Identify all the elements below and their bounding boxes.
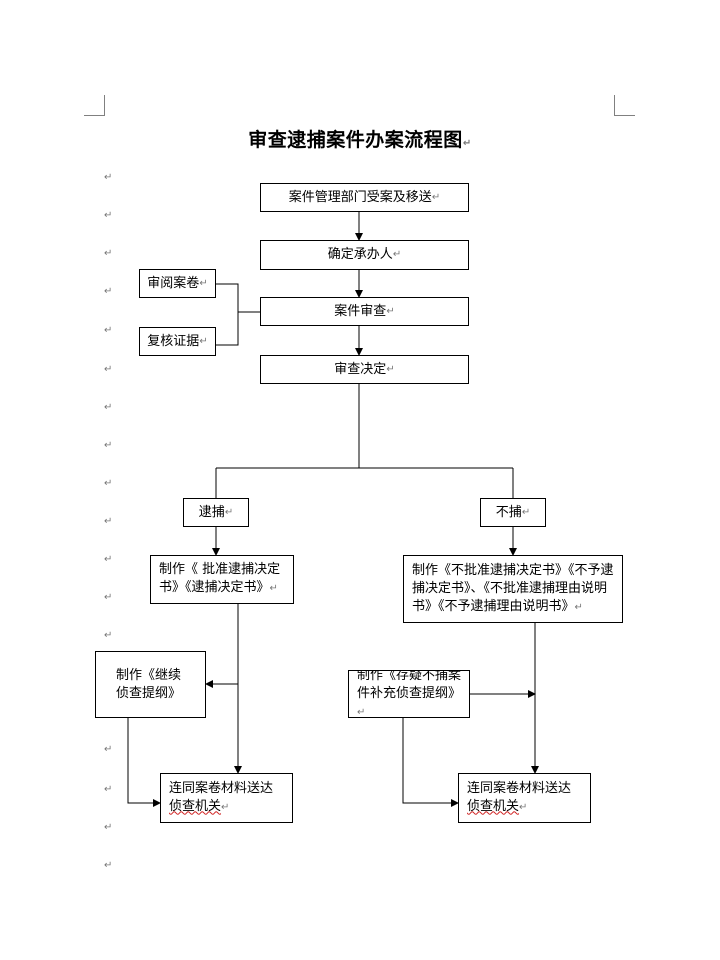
node-make-arrest-docs: 制作《 批准逮捕决定书》《逮捕决定书》↵ <box>150 555 294 604</box>
paragraph-mark: ↵ <box>521 506 531 518</box>
node-read-files-label: 审阅案卷 <box>147 275 200 291</box>
title-text: 审查逮捕案件办案流程图 <box>248 129 463 151</box>
paragraph-mark: ↵ <box>104 744 113 755</box>
node-recheck-label: 复核证据 <box>147 333 200 349</box>
paragraph-mark: ↵ <box>519 801 528 813</box>
node-receive-label: 案件管理部门受案及移送 <box>288 189 432 205</box>
paragraph-mark: ↵ <box>386 363 395 375</box>
node-arrest-label: 逮捕 <box>198 504 225 520</box>
paragraph-mark: ↵ <box>104 325 113 336</box>
node-recheck: 复核证据↵ <box>139 327 216 356</box>
crop-mark-top-left <box>84 95 105 116</box>
paragraph-mark: ↵ <box>104 860 113 871</box>
paragraph-mark: ↵ <box>462 138 472 149</box>
paragraph-mark: ↵ <box>357 706 366 718</box>
node-supplement-outline-label: 制作《存疑不捕案件补充侦查提纲》 <box>357 670 462 701</box>
paragraph-mark: ↵ <box>221 801 230 813</box>
paragraph-mark: ↵ <box>431 191 441 203</box>
node-continue-outline-label: 制作《继续侦查提纲》 <box>116 667 182 701</box>
bracket-read-recheck <box>216 283 239 346</box>
node-decision: 审查决定↵ <box>260 355 469 384</box>
node-send-right-line2: 侦查机关 <box>467 798 520 814</box>
paragraph-mark: ↵ <box>104 516 113 527</box>
paragraph-mark: ↵ <box>104 286 113 297</box>
paragraph-mark: ↵ <box>104 172 113 183</box>
paragraph-mark: ↵ <box>269 583 278 594</box>
paragraph-mark: ↵ <box>104 554 113 565</box>
node-continue-outline: 制作《继续侦查提纲》 <box>95 651 206 718</box>
arrow-supplement-to-send-right <box>402 718 459 807</box>
node-make-no-arrest-docs-label: 制作《不批准逮捕决定书》《不予逮捕决定书》、《不批准逮捕理由说明书》《不予逮捕理… <box>412 562 614 614</box>
paragraph-mark: ↵ <box>104 210 113 221</box>
paragraph-mark: ↵ <box>104 630 113 641</box>
node-send-left-line1: 连同案卷材料送达 <box>169 780 274 796</box>
node-review-label: 案件审查 <box>334 303 387 319</box>
node-assign-label: 确定承办人 <box>327 247 393 262</box>
page-title: 审查逮捕案件办案流程图↵ <box>0 125 720 152</box>
node-supplement-outline: 制作《存疑不捕案件补充侦查提纲》 ↵ <box>348 670 470 718</box>
paragraph-mark: ↵ <box>104 478 113 489</box>
node-make-arrest-docs-label: 制作《 批准逮捕决定书》《逮捕决定书》 <box>159 562 281 595</box>
paragraph-mark: ↵ <box>392 249 402 260</box>
crop-mark-top-right <box>614 95 635 116</box>
paragraph-mark: ↵ <box>386 305 395 317</box>
paragraph-mark: ↵ <box>199 335 208 347</box>
node-assign: 确定承办人↵ <box>260 240 469 270</box>
paragraph-mark: ↵ <box>104 440 113 451</box>
node-send-left-line2: 侦查机关 <box>169 798 222 814</box>
node-no-arrest-label: 不捕 <box>495 504 522 520</box>
node-send-left: 连同案卷材料送达 侦查机关↵ <box>160 773 293 823</box>
paragraph-mark: ↵ <box>199 277 208 289</box>
node-send-right: 连同案卷材料送达 侦查机关↵ <box>458 773 591 823</box>
paragraph-mark: ↵ <box>104 364 113 375</box>
node-review: 案件审查↵ <box>260 297 469 326</box>
arrow-outline-to-send-left <box>127 718 161 807</box>
node-no-arrest: 不捕↵ <box>480 498 546 527</box>
node-arrest: 逮捕↵ <box>183 498 249 527</box>
node-send-right-line1: 连同案卷材料送达 <box>467 780 572 796</box>
node-decision-label: 审查决定 <box>334 361 387 377</box>
paragraph-mark: ↵ <box>104 248 113 259</box>
paragraph-mark: ↵ <box>224 506 234 518</box>
node-receive: 案件管理部门受案及移送↵ <box>260 183 469 212</box>
paragraph-mark: ↵ <box>104 822 113 833</box>
paragraph-mark: ↵ <box>574 601 583 613</box>
paragraph-mark: ↵ <box>104 402 113 413</box>
paragraph-mark: ↵ <box>104 592 113 603</box>
node-read-files: 审阅案卷↵ <box>139 269 216 298</box>
node-make-no-arrest-docs: 制作《不批准逮捕决定书》《不予逮捕决定书》、《不批准逮捕理由说明书》《不予逮捕理… <box>403 555 623 623</box>
paragraph-mark: ↵ <box>104 784 113 795</box>
